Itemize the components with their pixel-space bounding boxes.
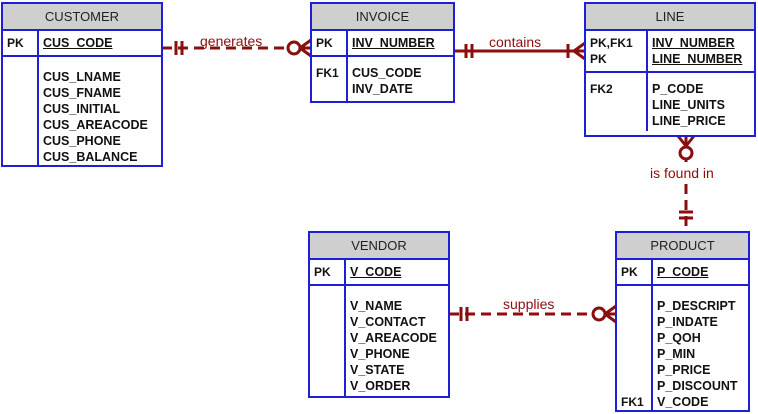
entity-title: INVOICE: [312, 4, 453, 31]
key-column: FK2: [586, 73, 648, 131]
key-column: FK1: [617, 286, 653, 412]
pk-row: PK P_CODE: [617, 260, 748, 286]
key-column: PK: [312, 31, 348, 55]
supplies-circle: [591, 306, 607, 322]
entity-title: LINE: [586, 4, 754, 31]
pk-row: PK V_CODE: [310, 260, 448, 286]
relationship-label-supplies: supplies: [503, 296, 555, 312]
key-column: [3, 57, 39, 167]
key-column: PK: [3, 31, 39, 55]
supplies-crowfoot: [604, 304, 617, 324]
pk-row: PK CUS_CODE: [3, 31, 161, 57]
pk-attributes: V_CODE: [350, 265, 402, 279]
entity-title: VENDOR: [310, 233, 448, 260]
contains-crowfoot: [573, 41, 586, 61]
is-found-in-crowfoot: [676, 135, 696, 147]
key-column: FK1: [312, 57, 348, 103]
pk-attributes: CUS_CODE: [43, 36, 113, 50]
generates-crowfoot: [299, 38, 312, 58]
relationship-label-contains: contains: [489, 34, 542, 50]
key-column: [310, 286, 346, 398]
is-found-in-circle: [678, 145, 694, 161]
relationship-label-generates: generates: [200, 33, 263, 49]
pk-attributes: INV_NUMBER: [352, 36, 435, 50]
generates-circle: [286, 40, 302, 56]
pk-attributes: P_CODE: [657, 265, 709, 279]
entity-title: CUSTOMER: [3, 4, 161, 31]
key-column: PK: [310, 260, 346, 284]
relationship-label-is-found-in: is found in: [650, 165, 714, 181]
key-column: PK: [617, 260, 653, 284]
entity-title: PRODUCT: [617, 233, 748, 260]
pk-row: PK INV_NUMBER: [312, 31, 453, 57]
